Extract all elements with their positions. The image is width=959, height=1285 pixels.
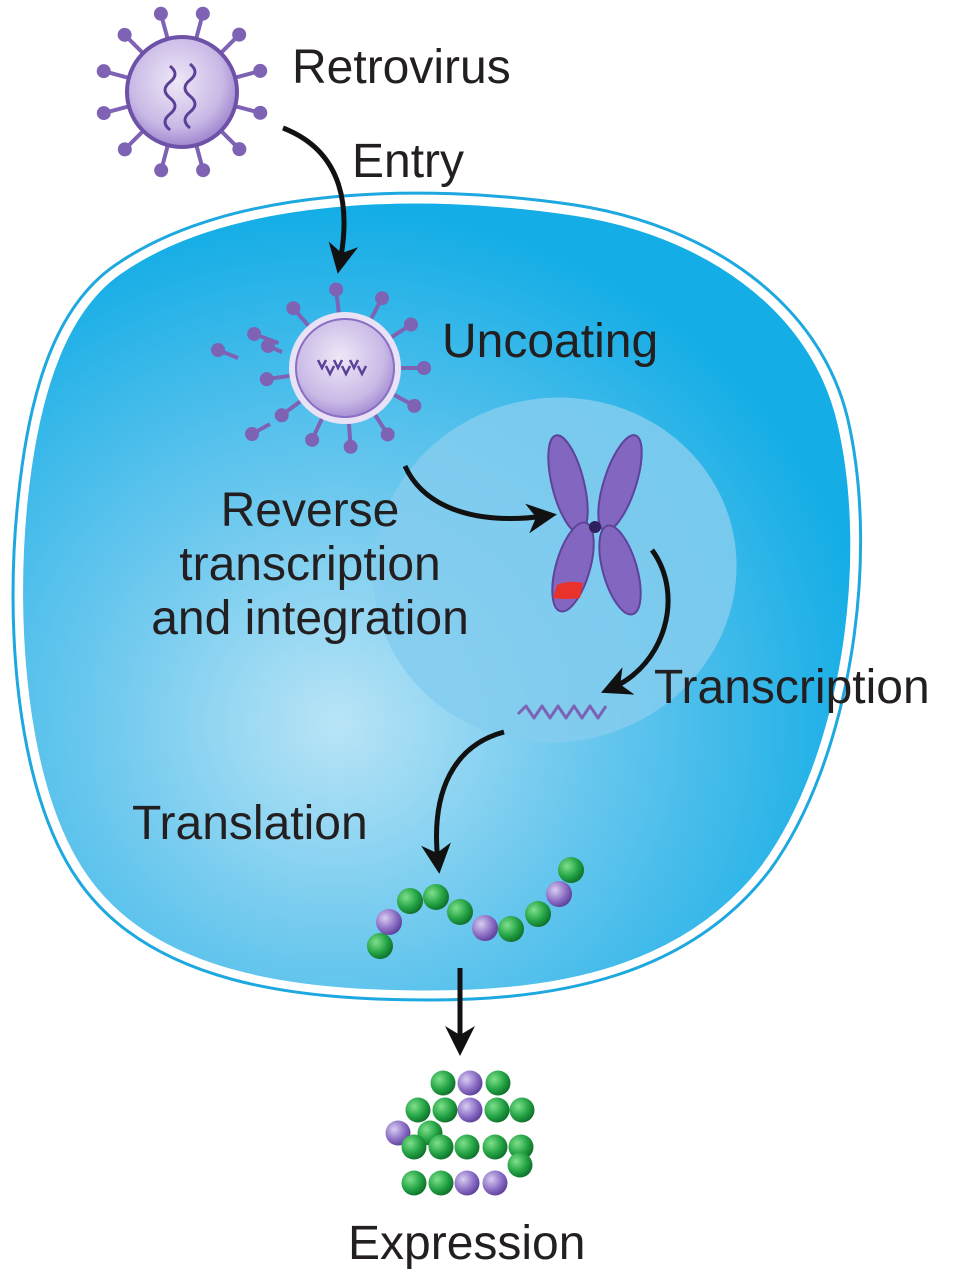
translation-arrow — [421, 729, 505, 874]
entry-arrow — [282, 125, 359, 274]
cell-membrane-outer — [11, 191, 863, 1002]
uncoating-virus-icon — [211, 282, 431, 454]
translation-label: Translation — [132, 797, 368, 850]
reverse-label-line1: Reverse — [220, 484, 400, 537]
integration-arrow — [402, 464, 557, 534]
entry-label: Entry — [352, 135, 465, 188]
retrovirus-label: Retrovirus — [292, 41, 511, 94]
reverse-transcription-label: Reverse transcription and integration — [110, 484, 510, 646]
polypeptide-chain-icon — [367, 857, 584, 959]
chromosome-icon — [547, 434, 643, 616]
expression-label: Expression — [348, 1217, 586, 1270]
retrovirus-icon — [96, 6, 268, 178]
transcription-arrow — [600, 548, 671, 695]
reverse-label-line3: and integration — [151, 592, 469, 645]
integration-site-mark — [553, 581, 583, 599]
folded-protein-icon — [385, 1070, 535, 1196]
uncoating-label: Uncoating — [442, 315, 659, 368]
mrna-strand-icon — [516, 704, 608, 720]
transcription-label: Transcription — [654, 661, 930, 714]
reverse-label-line2: transcription — [179, 538, 441, 591]
